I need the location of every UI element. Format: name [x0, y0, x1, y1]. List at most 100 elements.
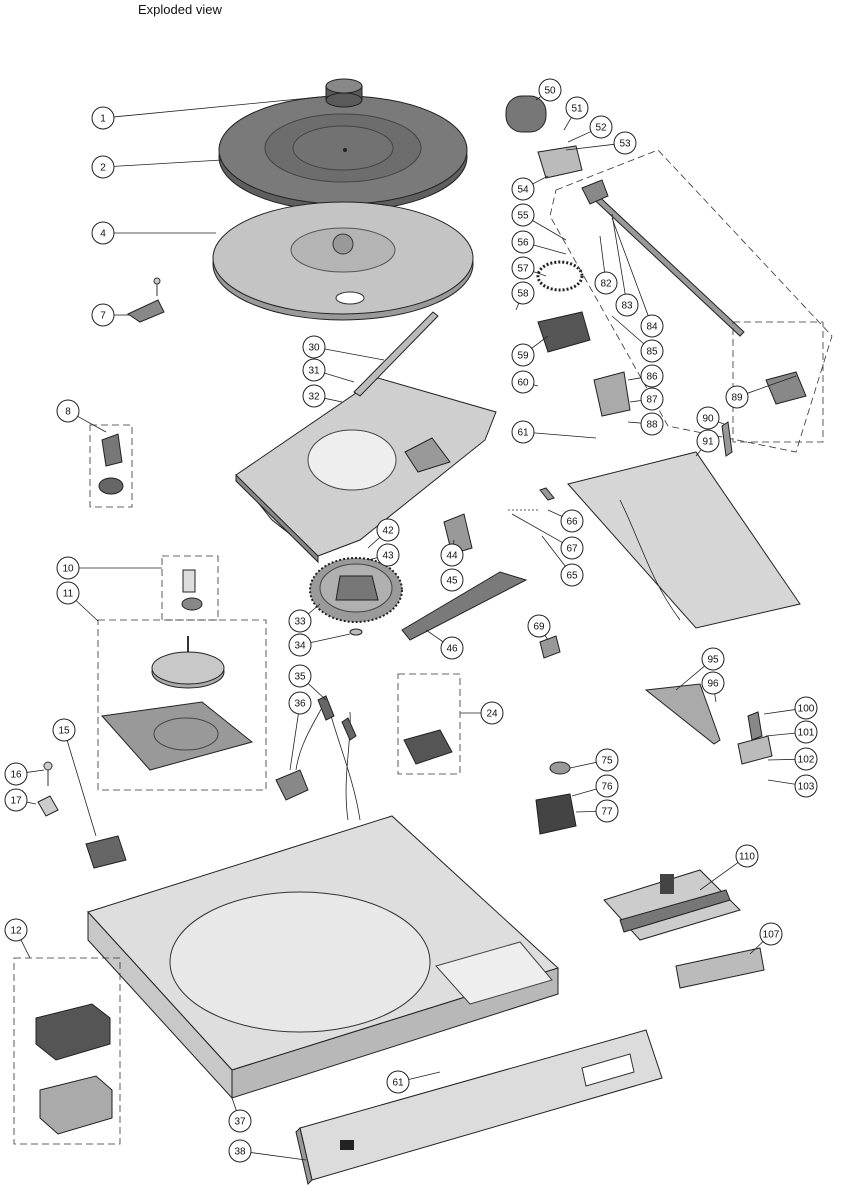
callout-circle — [288, 664, 312, 688]
callout-leader-line — [563, 117, 572, 131]
callout-leader-line — [565, 143, 615, 151]
callout-circle — [613, 131, 637, 155]
callout-leader-line — [531, 335, 549, 349]
callout-circle — [640, 364, 664, 388]
callout-circle — [640, 387, 664, 411]
callout-leader-line — [611, 315, 644, 345]
chassis-plate — [235, 377, 497, 564]
parts-drawing — [13, 78, 833, 1185]
callout-number: 11 — [63, 589, 74, 600]
callout-leader-line — [532, 220, 567, 241]
callout-number: 51 — [571, 104, 583, 115]
callout-number: 1 — [100, 114, 106, 125]
callout-leader-line — [535, 96, 542, 101]
part-75-77 — [535, 761, 577, 835]
callout-leader-line — [324, 397, 343, 403]
callout-circle — [595, 748, 619, 772]
callout-leader-line — [541, 535, 566, 567]
part-69 — [539, 635, 561, 659]
callout-circle — [288, 609, 312, 633]
callout-number: 8 — [65, 407, 71, 418]
callout-number: 35 — [294, 672, 306, 683]
part-12-assembly — [13, 957, 121, 1145]
page-title: Exploded view — [138, 2, 222, 17]
callout-number: 65 — [566, 571, 578, 582]
callout-circle — [511, 343, 535, 367]
callout-leader-line — [763, 709, 796, 715]
callout-circle — [91, 106, 115, 130]
lever-95 — [644, 683, 721, 745]
callout-number: 85 — [646, 347, 658, 358]
callout-circle — [440, 568, 464, 592]
callout-leader-line — [747, 375, 797, 394]
callout-number: 54 — [517, 185, 529, 196]
callout-leader-line — [324, 372, 355, 383]
callout-circle — [91, 155, 115, 179]
motor-assembly — [97, 555, 267, 791]
callout-circle — [52, 718, 76, 742]
callout-number: 87 — [646, 395, 658, 406]
callout-circle — [696, 406, 720, 430]
platter-mat — [218, 95, 468, 212]
callout-circle — [560, 536, 584, 560]
callout-number: 38 — [234, 1147, 246, 1158]
callout-number: 4 — [100, 229, 106, 240]
callout-leader-line — [627, 377, 642, 381]
callout-circle — [376, 543, 400, 567]
callout-circle — [386, 1070, 410, 1094]
power-cable — [275, 695, 361, 821]
callout-circle — [701, 671, 725, 695]
callout-leader-line — [767, 779, 796, 785]
callout-circle — [228, 1109, 252, 1133]
callout-circle — [640, 314, 664, 338]
callout-leader-line — [231, 1097, 237, 1111]
callout-layer: 1247810111215161724303132333435363738424… — [4, 78, 818, 1163]
callout-number: 2 — [100, 163, 106, 174]
callout-number: 46 — [446, 644, 458, 655]
callout-leader-line — [611, 217, 649, 316]
callout-leader-line — [533, 271, 547, 277]
bracket-17 — [37, 795, 59, 817]
callout-circle — [594, 271, 618, 295]
cover-91 — [567, 451, 801, 629]
callout-number: 16 — [10, 770, 22, 781]
callout-circle — [376, 518, 400, 542]
callout-leader-line — [367, 557, 378, 561]
callout-number: 90 — [702, 414, 714, 425]
callout-number: 77 — [601, 807, 613, 818]
callout-number: 89 — [731, 393, 743, 404]
callout-number: 61 — [517, 428, 529, 439]
callout-number: 103 — [798, 782, 815, 793]
callout-circle — [288, 691, 312, 715]
callout-circle — [538, 78, 562, 102]
callout-number: 37 — [234, 1117, 246, 1128]
callout-circle — [56, 399, 80, 423]
callout-circle — [696, 429, 720, 453]
clip-66 — [539, 487, 555, 501]
callout-circle — [440, 636, 464, 660]
callout-leader-line — [113, 95, 331, 118]
tonearm-assembly — [505, 95, 833, 453]
callout-circle — [4, 762, 28, 786]
callout-leader-line — [611, 213, 626, 295]
callout-circle — [288, 633, 312, 657]
base-chassis — [87, 815, 559, 1100]
callout-leader-line — [749, 941, 764, 955]
callout-leader-line — [533, 384, 539, 387]
callout-number: 10 — [62, 564, 74, 575]
callout-number: 52 — [595, 123, 607, 134]
callout-number: 44 — [446, 551, 458, 562]
callout-leader-line — [289, 713, 299, 771]
callout-circle — [511, 230, 535, 254]
callout-circle — [228, 1139, 252, 1163]
callout-leader-line — [533, 432, 597, 439]
callout-circle — [4, 918, 28, 942]
callout-leader-line — [547, 509, 563, 517]
callout-number: 55 — [517, 211, 529, 222]
callout-circle — [511, 203, 535, 227]
callout-leader-line — [367, 537, 381, 549]
callout-number: 66 — [566, 517, 578, 528]
callout-circle — [91, 221, 115, 245]
callout-leader-line — [675, 665, 705, 691]
